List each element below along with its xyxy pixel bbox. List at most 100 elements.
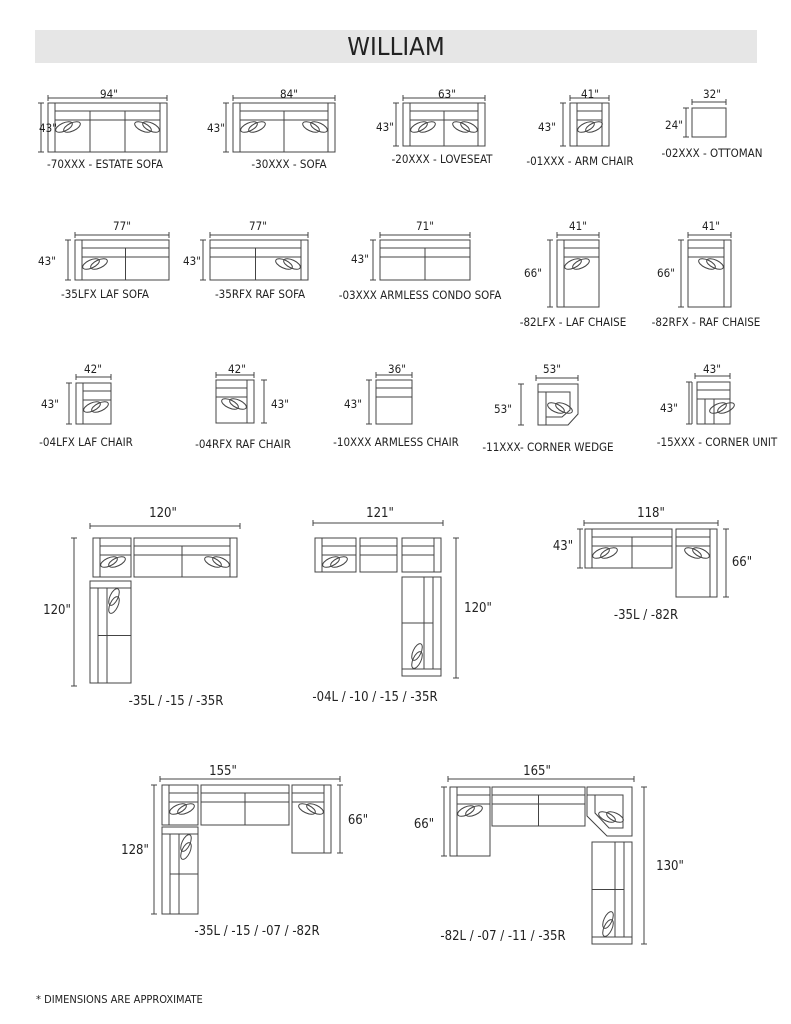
corner-wedge-drawing <box>537 383 579 426</box>
sectional-e-wedge <box>586 786 633 837</box>
armless-chair-drawing <box>375 379 413 425</box>
pillow-icon <box>204 556 222 568</box>
width-dimension: 43" <box>703 362 721 376</box>
pillow-icon <box>706 258 724 270</box>
pillow-icon <box>108 596 120 614</box>
sectional-e-sofa <box>591 841 633 945</box>
pillow-icon <box>592 547 610 559</box>
pillow-icon <box>572 258 590 270</box>
pillow-icon <box>709 402 727 414</box>
pillow-icon <box>108 556 126 568</box>
sectional-height-dimension: 66" <box>731 555 753 570</box>
height-dimension: 43" <box>38 254 56 268</box>
width-dimension: 94" <box>100 87 118 101</box>
height-dimension: 43" <box>39 121 57 135</box>
pillow-icon <box>547 402 565 414</box>
sectional-caption: -82L / -07 / -11 / -35R <box>440 929 566 944</box>
piece-caption: -15XXX - CORNER UNIT <box>656 435 778 449</box>
pillow-icon <box>169 803 187 815</box>
width-dimension: 77" <box>249 219 267 233</box>
height-dimension: 43" <box>538 120 556 134</box>
pillow-icon <box>602 919 614 937</box>
sectional-a-return <box>89 580 132 684</box>
height-dimension: 43" <box>376 120 394 134</box>
piece-caption: -11XXX- CORNER WEDGE <box>482 440 614 454</box>
pillow-icon <box>322 556 340 568</box>
sectional-caption: -35L / -82R <box>613 608 679 623</box>
pillow-icon <box>63 121 81 133</box>
piece-caption: -10XXX ARMLESS CHAIR <box>333 435 459 449</box>
sectional-d-return <box>161 826 199 915</box>
width-dimension: 71" <box>416 219 434 233</box>
piece-caption: -03XXX ARMLESS CONDO SOFA <box>338 288 502 302</box>
title-bar: WILLIAM <box>35 30 757 63</box>
pillow-icon <box>717 402 735 414</box>
pillow-icon <box>142 121 160 133</box>
pillow-icon <box>457 805 475 817</box>
pillow-icon <box>310 121 328 133</box>
pillow-icon <box>452 121 470 133</box>
height-dimension: 43" <box>271 397 289 411</box>
pillow-icon <box>134 121 152 133</box>
width-dimension: 36" <box>388 362 406 376</box>
pillow-icon <box>585 121 603 133</box>
pillow-icon <box>418 121 436 133</box>
sectional-height-dimension: 128" <box>121 843 149 858</box>
sectional-width-dimension: 118" <box>637 506 665 521</box>
width-dimension: 42" <box>84 362 102 376</box>
pillow-icon <box>460 121 478 133</box>
pillow-icon <box>684 547 702 559</box>
width-dimension: 53" <box>543 362 561 376</box>
width-dimension: 41" <box>581 87 599 101</box>
sectional-height-dimension: 120" <box>43 603 71 618</box>
sofa-drawing <box>232 102 336 153</box>
height-dimension: 66" <box>657 266 675 280</box>
pillow-icon <box>600 547 618 559</box>
pillow-icon <box>411 651 423 669</box>
raf-chair-drawing <box>215 379 255 424</box>
pillow-icon <box>91 401 109 413</box>
arm-chair-drawing <box>569 102 610 147</box>
pillow-icon <box>177 803 195 815</box>
pillow-icon <box>240 121 258 133</box>
sectional-width-dimension: 165" <box>523 764 551 779</box>
sectional-d-corner <box>161 784 199 826</box>
pillow-icon <box>698 258 716 270</box>
sectional-a-sofa <box>133 537 238 578</box>
sectional-caption: -35L / -15 / -35R <box>128 694 224 709</box>
sectional-width-dimension: 120" <box>149 506 177 521</box>
pillow-icon <box>598 811 616 823</box>
sectional-a-corner <box>92 537 132 578</box>
laf-chaise-drawing <box>556 239 600 308</box>
pillow-icon <box>298 803 316 815</box>
piece-caption: -82RFX - RAF CHAISE <box>651 315 761 329</box>
pillow-icon <box>275 258 293 270</box>
height-dimension: 43" <box>207 121 225 135</box>
sectional-e-armless-sofa <box>491 786 586 827</box>
piece-caption: -82LFX - LAF CHAISE <box>519 315 627 329</box>
page-title: WILLIAM <box>347 32 445 61</box>
pillow-icon <box>564 258 582 270</box>
footnote: * DIMENSIONS ARE APPROXIMATE <box>36 993 203 1006</box>
sectional-height-dimension: 43" <box>552 539 574 554</box>
piece-caption: -30XXX - SOFA <box>251 157 327 171</box>
sectional-b-armless-chair <box>359 537 398 573</box>
pillow-icon <box>83 401 101 413</box>
corner-unit-drawing <box>691 381 735 425</box>
pillow-icon <box>306 803 324 815</box>
pillow-icon <box>302 121 320 133</box>
sectional-height-dimension: 66" <box>347 813 369 828</box>
pillow-icon <box>465 805 483 817</box>
sectional-c-chaise <box>675 528 718 598</box>
width-dimension: 63" <box>438 87 456 101</box>
piece-caption: -01XXX - ARM CHAIR <box>526 154 634 168</box>
pillow-icon <box>212 556 230 568</box>
pillow-icon <box>577 121 595 133</box>
width-dimension: 41" <box>702 219 720 233</box>
width-dimension: 41" <box>569 219 587 233</box>
height-dimension: 66" <box>524 266 542 280</box>
raf-chaise-drawing <box>687 239 732 308</box>
height-dimension: 43" <box>183 254 201 268</box>
width-dimension: 42" <box>228 362 246 376</box>
